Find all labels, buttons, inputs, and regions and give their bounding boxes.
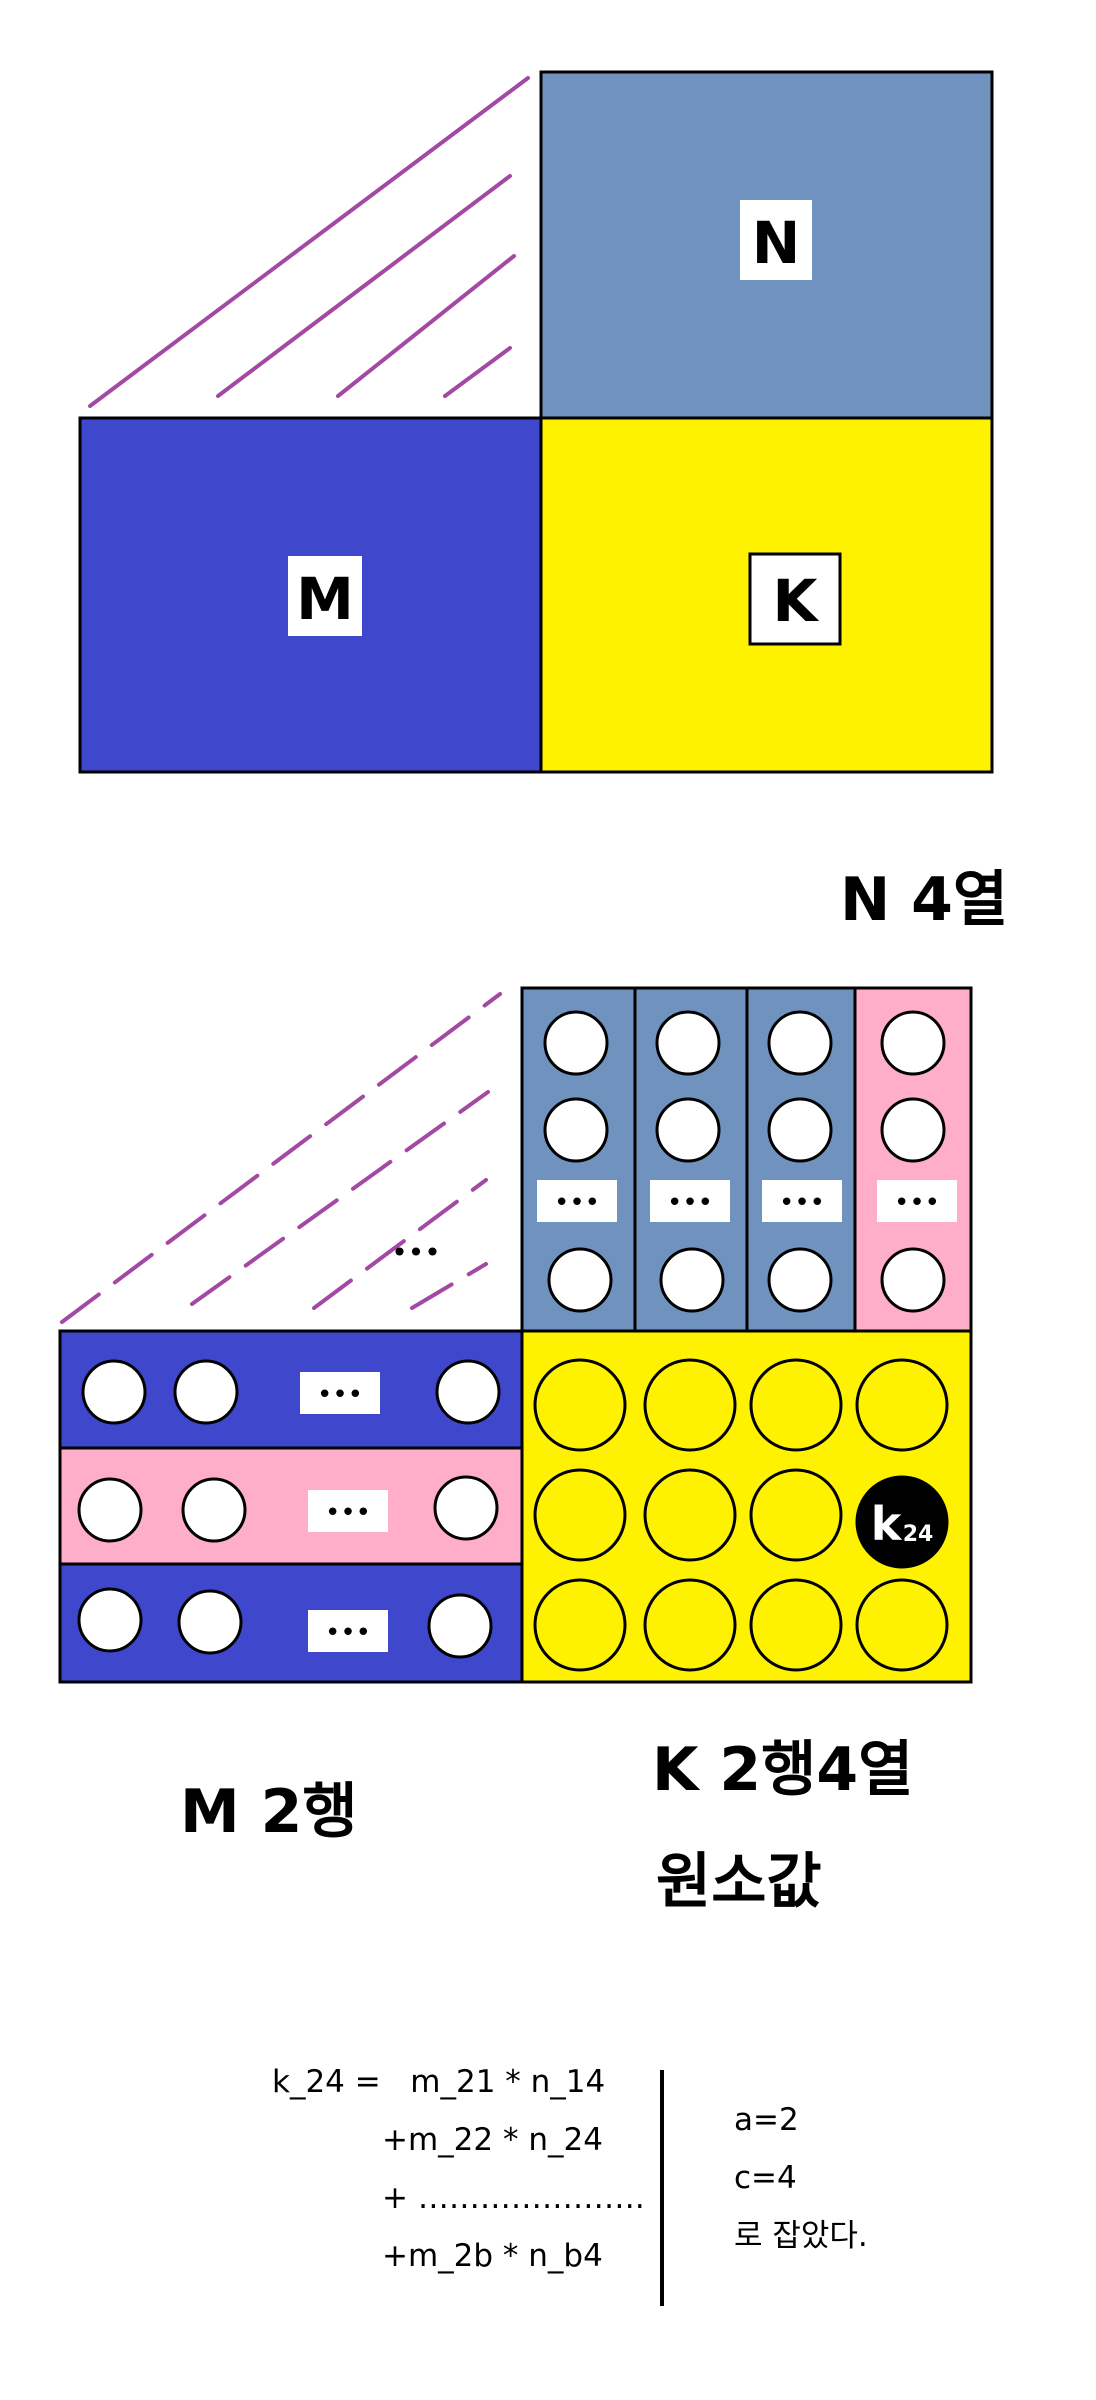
k-elem: [855, 1358, 949, 1452]
n-elem: [880, 1247, 946, 1313]
m-row-ellipses: ••• ••• •••: [300, 1372, 388, 1652]
n-caption: N 4열: [840, 865, 1008, 935]
m-elem: [173, 1359, 239, 1425]
m-elem: [427, 1593, 493, 1659]
k-elem: [749, 1468, 843, 1562]
k-elem: [749, 1358, 843, 1452]
k-elem: [533, 1358, 627, 1452]
k-elem: [643, 1468, 737, 1562]
n-elem: [880, 1010, 946, 1076]
top-n-label-bg: [740, 200, 812, 280]
n-elem: [767, 1010, 833, 1076]
k-elem: [643, 1358, 737, 1452]
hatch-ellipsis: •••: [391, 1236, 441, 1269]
top-hatch: [88, 76, 530, 408]
n-ellipsis-2: •••: [667, 1188, 713, 1218]
formula-block: k_24 = m_21 * n_14 +m_22 * n_24 + …………………: [272, 2064, 868, 2306]
n-ellipsis-4: •••: [894, 1188, 940, 1218]
k-caption-line2: 원소값: [656, 1847, 822, 1917]
n-elem: [767, 1247, 833, 1313]
m-elem: [433, 1475, 499, 1541]
n-elem: [767, 1097, 833, 1163]
note-line-2: c=4: [734, 2160, 797, 2196]
formula-line-2: +m_22 * n_24: [382, 2122, 603, 2158]
m-ellipsis-1: •••: [317, 1380, 363, 1410]
m-elem: [181, 1477, 247, 1543]
n-elem: [655, 1010, 721, 1076]
k24-main: k: [871, 1497, 903, 1551]
m-elem: [77, 1477, 143, 1543]
k-caption-line1: K 2행4열: [652, 1735, 913, 1805]
n-ellipsis-3: •••: [779, 1188, 825, 1218]
bottom-diagram: ••• ••• ••• •••: [58, 986, 973, 1684]
m-elem: [81, 1359, 147, 1425]
top-n-label: N: [752, 209, 801, 277]
n-column-circles: [543, 1010, 946, 1313]
formula-line-1: k_24 = m_21 * n_14: [272, 2064, 605, 2100]
hatch-ellipsis-text: •••: [391, 1236, 441, 1269]
top-m-label: M: [296, 565, 354, 633]
n-elem: [659, 1247, 725, 1313]
m-elem: [77, 1587, 143, 1653]
top-diagram: N M K: [78, 70, 994, 774]
formula-line-3: + ………………….: [382, 2180, 645, 2216]
note-line-3: 로 잡았다.: [734, 2218, 868, 2254]
n-elem: [543, 1010, 609, 1076]
n-elem: [880, 1097, 946, 1163]
top-k-label: K: [773, 567, 820, 635]
k-elem: [533, 1468, 627, 1562]
k-elem: [855, 1578, 949, 1672]
m-row-circles: [77, 1359, 501, 1659]
top-k-label-bg: [748, 552, 842, 646]
n-elem: [547, 1247, 613, 1313]
n-column-ellipses: ••• ••• ••• •••: [537, 1180, 957, 1222]
m-elem: [435, 1359, 501, 1425]
k-elem: [749, 1578, 843, 1672]
m-ellipsis-3: •••: [325, 1618, 371, 1648]
n-ellipsis-1: •••: [554, 1188, 600, 1218]
k-elem: [643, 1578, 737, 1672]
k-elem: [533, 1578, 627, 1672]
k24-sub: 24: [903, 1522, 934, 1547]
m-caption: M 2행: [180, 1777, 358, 1847]
k-element-circles: [533, 1358, 949, 1672]
k24-element: k 24: [855, 1475, 949, 1569]
top-m-label-bg: [288, 556, 362, 636]
n-elem: [655, 1097, 721, 1163]
note-line-1: a=2: [734, 2102, 799, 2138]
m-elem: [177, 1589, 243, 1655]
m-ellipsis-2: •••: [325, 1498, 371, 1528]
formula-line-4: +m_2b * n_b4: [382, 2238, 603, 2274]
bottom-hatch: [60, 992, 502, 1324]
n-elem: [543, 1097, 609, 1163]
